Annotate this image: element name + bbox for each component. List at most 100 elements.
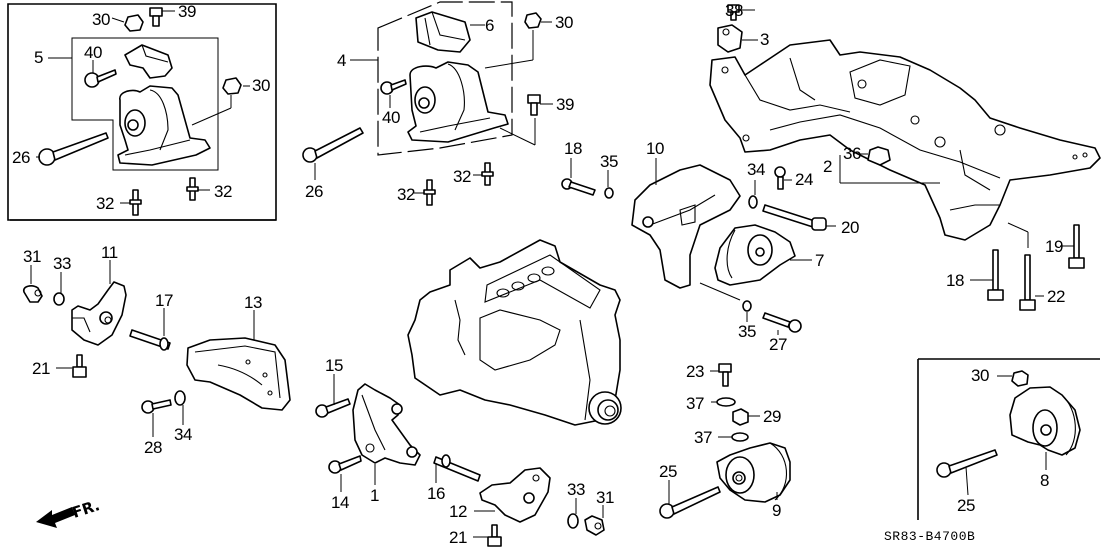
callout-34: 34 xyxy=(747,160,765,179)
callout-19: 19 xyxy=(1045,237,1063,256)
callout-36: 36 xyxy=(843,144,861,163)
part-14-bolt xyxy=(328,455,362,474)
part-33-washer-a xyxy=(53,292,65,306)
callout-30: 30 xyxy=(92,10,110,29)
part-30-nut-c xyxy=(524,12,542,29)
part-40-bolt-b xyxy=(380,79,407,95)
callout-32: 32 xyxy=(453,167,471,186)
part-38-bolt xyxy=(727,4,740,21)
part-15-bolt xyxy=(315,398,351,418)
part-12-mount-bracket xyxy=(479,467,551,523)
callout-21: 21 xyxy=(32,359,50,378)
callout-18: 18 xyxy=(946,271,964,290)
callout-30: 30 xyxy=(252,76,270,95)
part-18-bolt-a xyxy=(987,249,1004,301)
callout-22: 22 xyxy=(1047,287,1065,306)
part-17-stud xyxy=(129,329,171,351)
part-5-group-outline xyxy=(71,37,219,171)
part-33-washer-b xyxy=(567,513,579,529)
part-2-subframe xyxy=(709,39,1101,241)
callout-3: 3 xyxy=(760,30,769,49)
part-30-nut-b xyxy=(222,77,242,95)
part-28-bolt xyxy=(141,399,172,414)
callout-4: 4 xyxy=(337,51,346,70)
part-32-stud-a xyxy=(129,189,142,216)
part-5-stopper xyxy=(124,44,173,79)
callout-11: 11 xyxy=(101,243,118,262)
callout-12: 12 xyxy=(449,502,467,521)
callout-40: 40 xyxy=(382,108,400,127)
part-32-stud-b xyxy=(186,177,199,201)
part-21-bolt-b xyxy=(487,524,502,547)
part-35-washer-b xyxy=(742,300,752,312)
callout-23: 23 xyxy=(686,362,704,381)
callout-27: 27 xyxy=(769,335,787,354)
part-32-stud-c xyxy=(423,179,436,206)
part-24-bolt xyxy=(774,166,786,190)
callout-28: 28 xyxy=(144,438,162,457)
callout-37: 37 xyxy=(694,428,712,447)
callout-40: 40 xyxy=(84,43,102,62)
engine-block xyxy=(407,239,622,426)
callout-21: 21 xyxy=(449,528,467,547)
part-10-bracket xyxy=(631,164,741,289)
callout-31: 31 xyxy=(596,488,614,507)
part-27-bolt xyxy=(762,312,802,333)
part-26-bolt-a xyxy=(38,132,109,166)
part-4-group-outline xyxy=(377,1,513,156)
callout-13: 13 xyxy=(244,293,262,312)
callout-30: 30 xyxy=(555,13,573,32)
part-3-stopper xyxy=(717,24,743,53)
callout-2: 2 xyxy=(823,157,832,176)
part-37-washer-b xyxy=(731,432,749,442)
callout-16: 16 xyxy=(427,484,445,503)
callout-34: 34 xyxy=(174,425,192,444)
part-16-stud xyxy=(433,454,481,482)
callout-10: 10 xyxy=(646,139,664,158)
part-25-bolt-a xyxy=(659,486,721,519)
part-7-mount xyxy=(714,224,796,286)
part-18-bolt-b xyxy=(561,178,596,196)
callout-5: 5 xyxy=(34,48,43,67)
part-31-nut-b xyxy=(584,515,605,536)
callout-1: 1 xyxy=(370,486,379,505)
callout-7: 7 xyxy=(815,251,824,270)
part-34-washer-a xyxy=(748,195,758,209)
part-37-washer-a xyxy=(716,397,736,407)
leader-lines xyxy=(36,9,1074,335)
callout-18: 18 xyxy=(564,139,582,158)
callout-33: 33 xyxy=(53,254,71,273)
part-5-mount-body xyxy=(117,85,211,166)
part-19-bolt xyxy=(1068,224,1085,269)
part-39-bolt-b xyxy=(527,94,541,116)
callout-35: 35 xyxy=(738,322,756,341)
callout-29: 29 xyxy=(763,407,781,426)
part-4-mount-body xyxy=(407,61,509,143)
part-39-bolt-a xyxy=(149,7,163,27)
part-21-bolt-a xyxy=(72,354,87,378)
callout-24: 24 xyxy=(795,170,813,189)
part-9-side-mount xyxy=(716,442,791,503)
part-26-bolt-b xyxy=(302,127,364,163)
callout-37: 37 xyxy=(686,394,704,413)
part-6-stopper xyxy=(415,11,471,53)
part-31-nut-a xyxy=(22,285,43,303)
callout-17: 17 xyxy=(155,291,173,310)
callout-20: 20 xyxy=(841,218,859,237)
callout-32: 32 xyxy=(214,182,232,201)
callout-39: 39 xyxy=(178,2,196,21)
callout-14: 14 xyxy=(331,493,349,512)
part-35-washer-a xyxy=(604,187,614,199)
callout-8: 8 xyxy=(1040,471,1049,490)
part-34-washer-b xyxy=(174,390,186,406)
part-29-nut xyxy=(732,408,749,426)
callout-39: 39 xyxy=(556,95,574,114)
callout-35: 35 xyxy=(600,152,618,171)
callout-33: 33 xyxy=(567,480,585,499)
callout-25: 25 xyxy=(659,462,677,481)
callout-26: 26 xyxy=(305,182,323,201)
part-30-nut-a xyxy=(124,14,144,32)
front-arrow-icon xyxy=(36,507,75,528)
